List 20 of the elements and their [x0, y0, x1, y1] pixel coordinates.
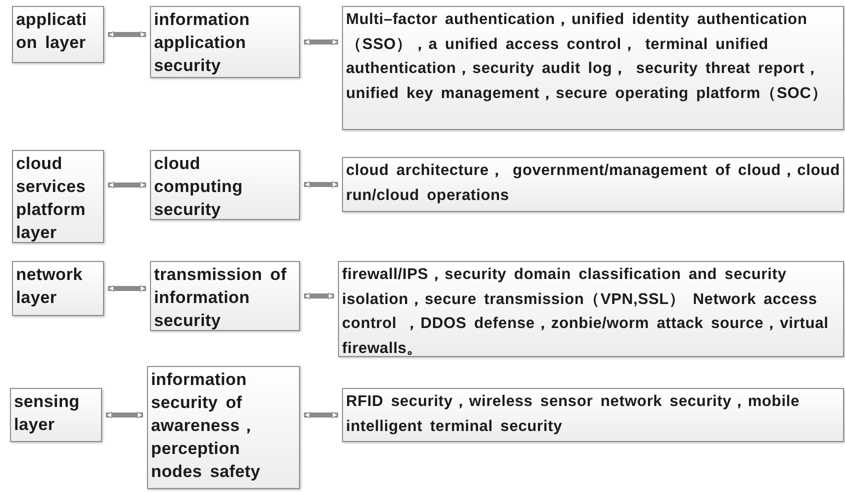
- layer-box: cloud services platform layer: [12, 150, 104, 243]
- measures-box: RFID security，wireless sensor network security，mobile intelligent terminal security: [342, 388, 844, 442]
- measures-box: Multi–factor authentication，unified identity authentication （SSO），a unified access control， terminal unified authentication，security audit log， security threat report， unified key management，secure operating platform（SOC）: [342, 6, 844, 130]
- double-arrow: [304, 38, 338, 46]
- double-arrow: [304, 412, 338, 418]
- security-box: cloud computing security: [150, 150, 300, 220]
- double-arrow: [106, 412, 144, 418]
- layer-box: sensing layer: [10, 388, 102, 442]
- layer-box: network layer: [12, 261, 104, 316]
- double-arrow: [108, 31, 146, 38]
- double-arrow: [108, 182, 146, 188]
- double-arrow: [304, 181, 338, 188]
- security-box: information application security: [150, 6, 300, 78]
- security-box: information security of awareness，perception nodes safety: [147, 366, 300, 489]
- security-box: transmission of information security: [150, 261, 300, 331]
- measures-box: cloud architecture， government/management of cloud，cloud run/cloud operations: [342, 157, 844, 212]
- layer-box: applicati on layer: [12, 6, 104, 63]
- double-arrow: [304, 292, 334, 300]
- double-arrow: [108, 285, 146, 292]
- measures-box: firewall/IPS，security domain classification and security isolation，secure transmission（VPN,SSL） Network access control ，DDOS defense，zonbie/worm attack source，virtual firewalls。: [338, 261, 844, 357]
